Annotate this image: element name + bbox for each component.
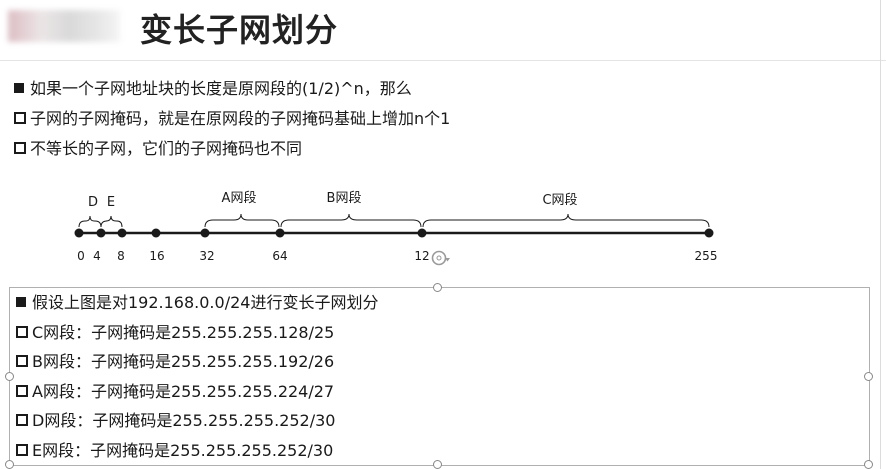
- boundary-dot-32: [200, 228, 210, 238]
- textbox-bullet-text: D网段：子网掩码是255.255.255.252/30: [32, 411, 336, 430]
- tick-label-64: 64: [272, 249, 287, 263]
- hollow-square-bullet-icon: [16, 325, 28, 338]
- textbox-bullet-text: B网段：子网掩码是255.255.255.192/26: [32, 352, 335, 371]
- segment-label-a: A网段: [222, 191, 257, 206]
- hollow-square-bullet-icon: [16, 355, 28, 367]
- brace-e: [100, 215, 123, 228]
- segment-label-d: D: [88, 195, 98, 210]
- textbox-bullet-text: A网段：子网掩码是255.255.255.224/27: [32, 381, 335, 401]
- resize-handle-bottom[interactable]: [433, 460, 442, 469]
- boundary-dot-0: [74, 228, 84, 238]
- tick-label-4: 4: [93, 249, 101, 263]
- boundary-dot-255: [704, 228, 714, 238]
- intro-bullet-text: 如果一个子网地址块的长度是原网段的(1/2)^n，那么: [30, 79, 412, 98]
- boundary-dot-4: [96, 228, 106, 238]
- segment-label-b: B网段: [327, 191, 362, 206]
- segment-label-c: C网段: [542, 193, 577, 208]
- slide-title: 变长子网划分: [140, 11, 339, 49]
- resize-handle-bottom-left[interactable]: [5, 460, 14, 469]
- tick-label-0: 0: [77, 249, 85, 263]
- hollow-square-bullet-icon: [16, 443, 28, 456]
- slide-edge-line: [880, 0, 881, 469]
- textbox-bullet-text: C网段：子网掩码是255.255.255.128/25: [32, 322, 335, 342]
- textbox-bullet-6: E网段：子网掩码是255.255.255.252/30: [16, 436, 378, 466]
- textbox-bullet-5: D网段：子网掩码是255.255.255.252/30: [16, 406, 378, 436]
- brace-b: [280, 213, 422, 228]
- filled-square-bullet-icon: [16, 297, 26, 307]
- tick-label-128: 12: [414, 249, 429, 263]
- boundary-dot-64: [275, 228, 285, 238]
- intro-bullet-text: 子网的子网掩码，就是在原网段的子网掩码基础上增加n个1: [30, 109, 451, 128]
- hollow-square-bullet-icon: [14, 142, 26, 154]
- tick-label-32: 32: [199, 249, 214, 263]
- textbox-bullet-1: 假设上图是对192.168.0.0/24进行变长子网划分: [16, 288, 378, 318]
- intro-bullet-1: 如果一个子网地址块的长度是原网段的(1/2)^n，那么: [14, 74, 450, 104]
- intro-bullet-2: 子网的子网掩码，就是在原网段的子网掩码基础上增加n个1: [14, 104, 450, 134]
- brace-a: [204, 213, 280, 228]
- hollow-square-bullet-icon: [14, 112, 26, 124]
- brace-d: [78, 215, 102, 228]
- brace-c: [422, 213, 710, 228]
- segment-label-e: E: [107, 195, 115, 210]
- textbox-bullet-list[interactable]: 假设上图是对192.168.0.0/24进行变长子网划分 C网段：子网掩码是25…: [16, 288, 378, 465]
- textbox-bullet-2: C网段：子网掩码是255.255.255.128/25: [16, 318, 378, 348]
- intro-bullet-3: 不等长的子网，它们的子网掩码也不同: [14, 134, 450, 164]
- filled-square-bullet-icon: [14, 83, 24, 93]
- blurred-logo: [8, 10, 120, 42]
- subnet-division-diagram: D E A网段 B网段 C网段 0 4 8 16 32 64 12 255: [74, 191, 718, 266]
- textbox-bullet-text: 假设上图是对192.168.0.0/24进行变长子网划分: [32, 293, 379, 312]
- tick-label-16: 16: [149, 249, 164, 263]
- textbox-bullet-4: A网段：子网掩码是255.255.255.224/27: [16, 377, 378, 407]
- hollow-square-bullet-icon: [16, 384, 28, 397]
- boundary-dot-8: [117, 228, 127, 238]
- title-divider: [0, 60, 886, 61]
- tick-label-8: 8: [117, 249, 125, 263]
- intro-bullet-list: 如果一个子网地址块的长度是原网段的(1/2)^n，那么 子网的子网掩码，就是在原…: [14, 74, 450, 164]
- resize-handle-right[interactable]: [864, 372, 873, 381]
- tick-label-255: 255: [695, 249, 718, 263]
- boundary-dot-128: [417, 228, 427, 238]
- textbox-bullet-3: B网段：子网掩码是255.255.255.192/26: [16, 347, 378, 377]
- rotate-handle-icon[interactable]: [431, 250, 451, 266]
- hollow-square-bullet-icon: [16, 414, 28, 426]
- resize-handle-bottom-right[interactable]: [864, 460, 873, 469]
- textbox-bullet-text: E网段：子网掩码是255.255.255.252/30: [32, 440, 334, 460]
- resize-handle-left[interactable]: [5, 372, 14, 381]
- intro-bullet-text: 不等长的子网，它们的子网掩码也不同: [30, 139, 303, 158]
- boundary-dot-16: [151, 228, 161, 238]
- resize-handle-top[interactable]: [433, 283, 442, 292]
